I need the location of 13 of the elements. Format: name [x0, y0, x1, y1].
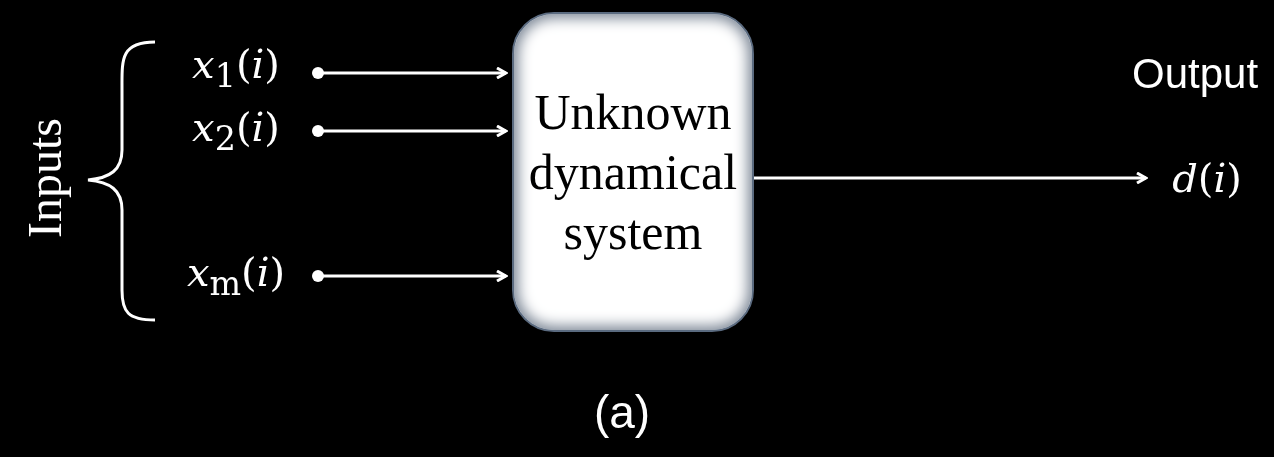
arrow — [312, 124, 508, 138]
arrow — [312, 66, 508, 80]
box-label: Unknown dynamical system — [527, 83, 739, 262]
signal-label: x$_{1}$(i) — [192, 41, 280, 95]
arrow — [754, 171, 1148, 185]
signal-label: x$_{m}$(i) — [186, 249, 286, 303]
signal-label: x$_{2}$(i) — [192, 104, 280, 158]
inputs-label: Inputs — [17, 117, 72, 240]
arrow — [312, 269, 508, 283]
signal-label: d(i) — [1172, 155, 1242, 201]
caption: (a) — [592, 385, 652, 439]
output-label: Output — [1132, 50, 1259, 98]
process-box — [512, 12, 754, 332]
